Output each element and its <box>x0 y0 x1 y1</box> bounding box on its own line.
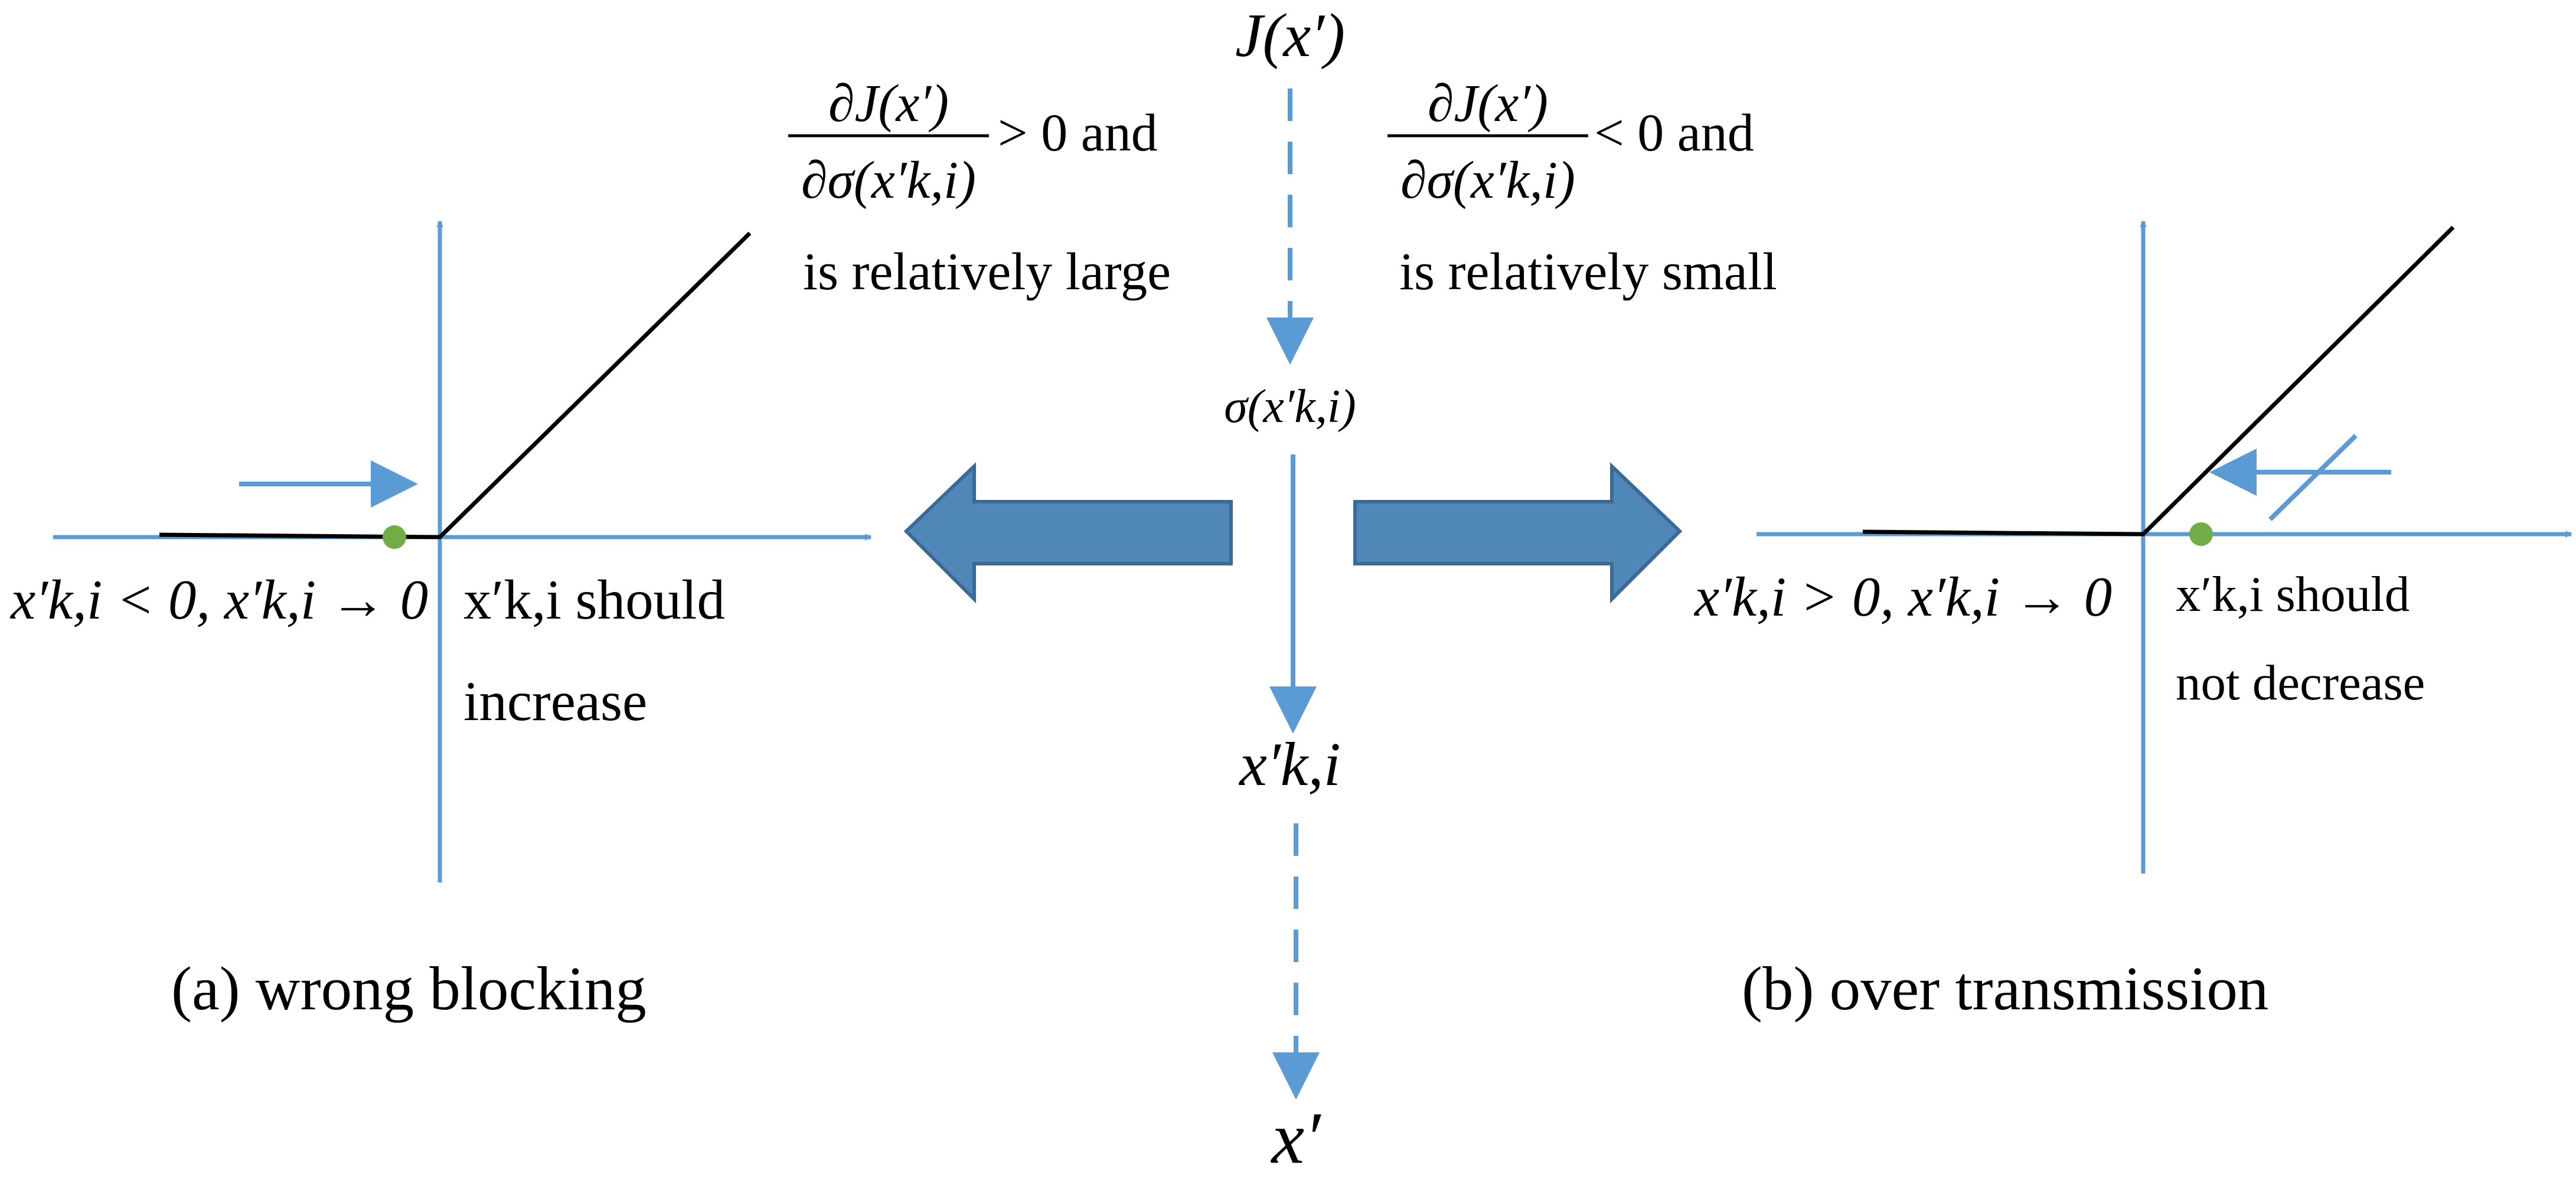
left-relation: > 0 and <box>998 104 1158 162</box>
panel-a-caption: (a) wrong blocking <box>171 954 647 1023</box>
center-sigma-label: σ(x′k,i) <box>1224 381 1356 433</box>
panel-b-axis-condition: x′k,i > 0, x′k,i → 0 <box>1693 565 2112 628</box>
panel-a-axis-condition: x′k,i < 0, x′k,i → 0 <box>9 568 428 631</box>
panel-b-arrow-strike <box>2268 434 2358 521</box>
panel-a-action-line1: x′k,i should <box>463 568 725 631</box>
left-note: is relatively large <box>803 243 1171 301</box>
center-bottom-label: x′ <box>1271 1098 1321 1179</box>
panel-a-activation-curve <box>159 231 752 539</box>
panel-b-action-line2: not decrease <box>2176 655 2425 711</box>
right-fraction-denominator: ∂σ(x′k,i) <box>1400 151 1575 210</box>
panel-a-point <box>383 525 406 549</box>
panel-a-action-line2: increase <box>463 670 647 732</box>
center-top-label: J(x′) <box>1235 1 1345 70</box>
big-arrow-right <box>1353 462 1683 604</box>
right-note: is relatively small <box>1399 243 1777 301</box>
panel-a: x′k,i < 0, x′k,i → 0 x′k,i should increa… <box>9 221 871 1023</box>
right-condition: ∂J(x′) ∂σ(x′k,i) < 0 and is relatively s… <box>1387 74 1777 301</box>
left-fraction-denominator: ∂σ(x′k,i) <box>801 151 976 210</box>
big-arrow-left <box>903 462 1233 604</box>
panel-b-point <box>2189 522 2213 546</box>
right-fraction-numerator: ∂J(x′) <box>1428 74 1548 133</box>
panel-b-action-line1: x′k,i should <box>2176 567 2410 622</box>
panel-b: x′k,i > 0, x′k,i → 0 x′k,i should not de… <box>1693 221 2571 1023</box>
center-node-label: x′k,i <box>1238 730 1341 799</box>
left-fraction-numerator: ∂J(x′) <box>828 74 949 133</box>
left-condition: ∂J(x′) ∂σ(x′k,i) > 0 and is relatively l… <box>788 74 1171 301</box>
panel-b-caption: (b) over transmission <box>1742 954 2268 1023</box>
panel-b-activation-curve <box>1862 225 2455 537</box>
right-relation: < 0 and <box>1594 104 1754 162</box>
